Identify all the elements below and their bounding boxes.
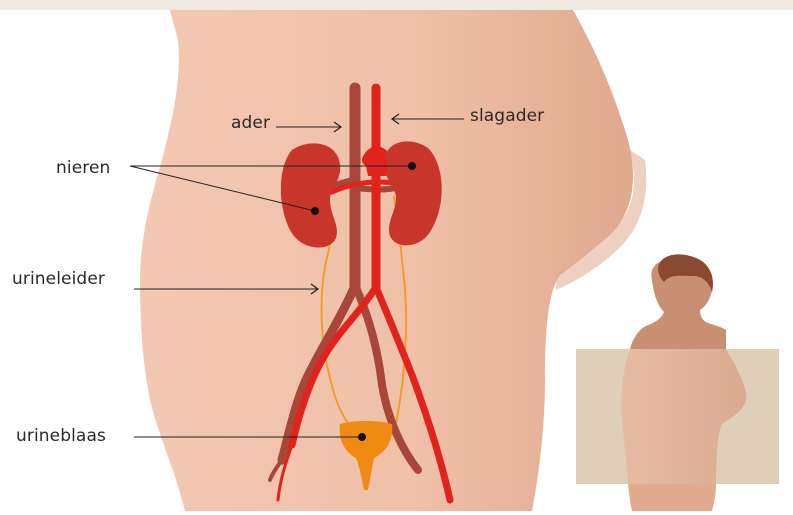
top-band (0, 0, 793, 10)
label-bladder: urineblaas (16, 426, 106, 446)
label-ureter: urineleider (12, 269, 105, 289)
label-vein: ader (231, 113, 270, 133)
label-artery: slagader (470, 106, 544, 126)
locator-figure-icon (576, 254, 779, 511)
locator-figure-legs (628, 484, 716, 511)
label-kidneys: nieren (56, 158, 110, 178)
